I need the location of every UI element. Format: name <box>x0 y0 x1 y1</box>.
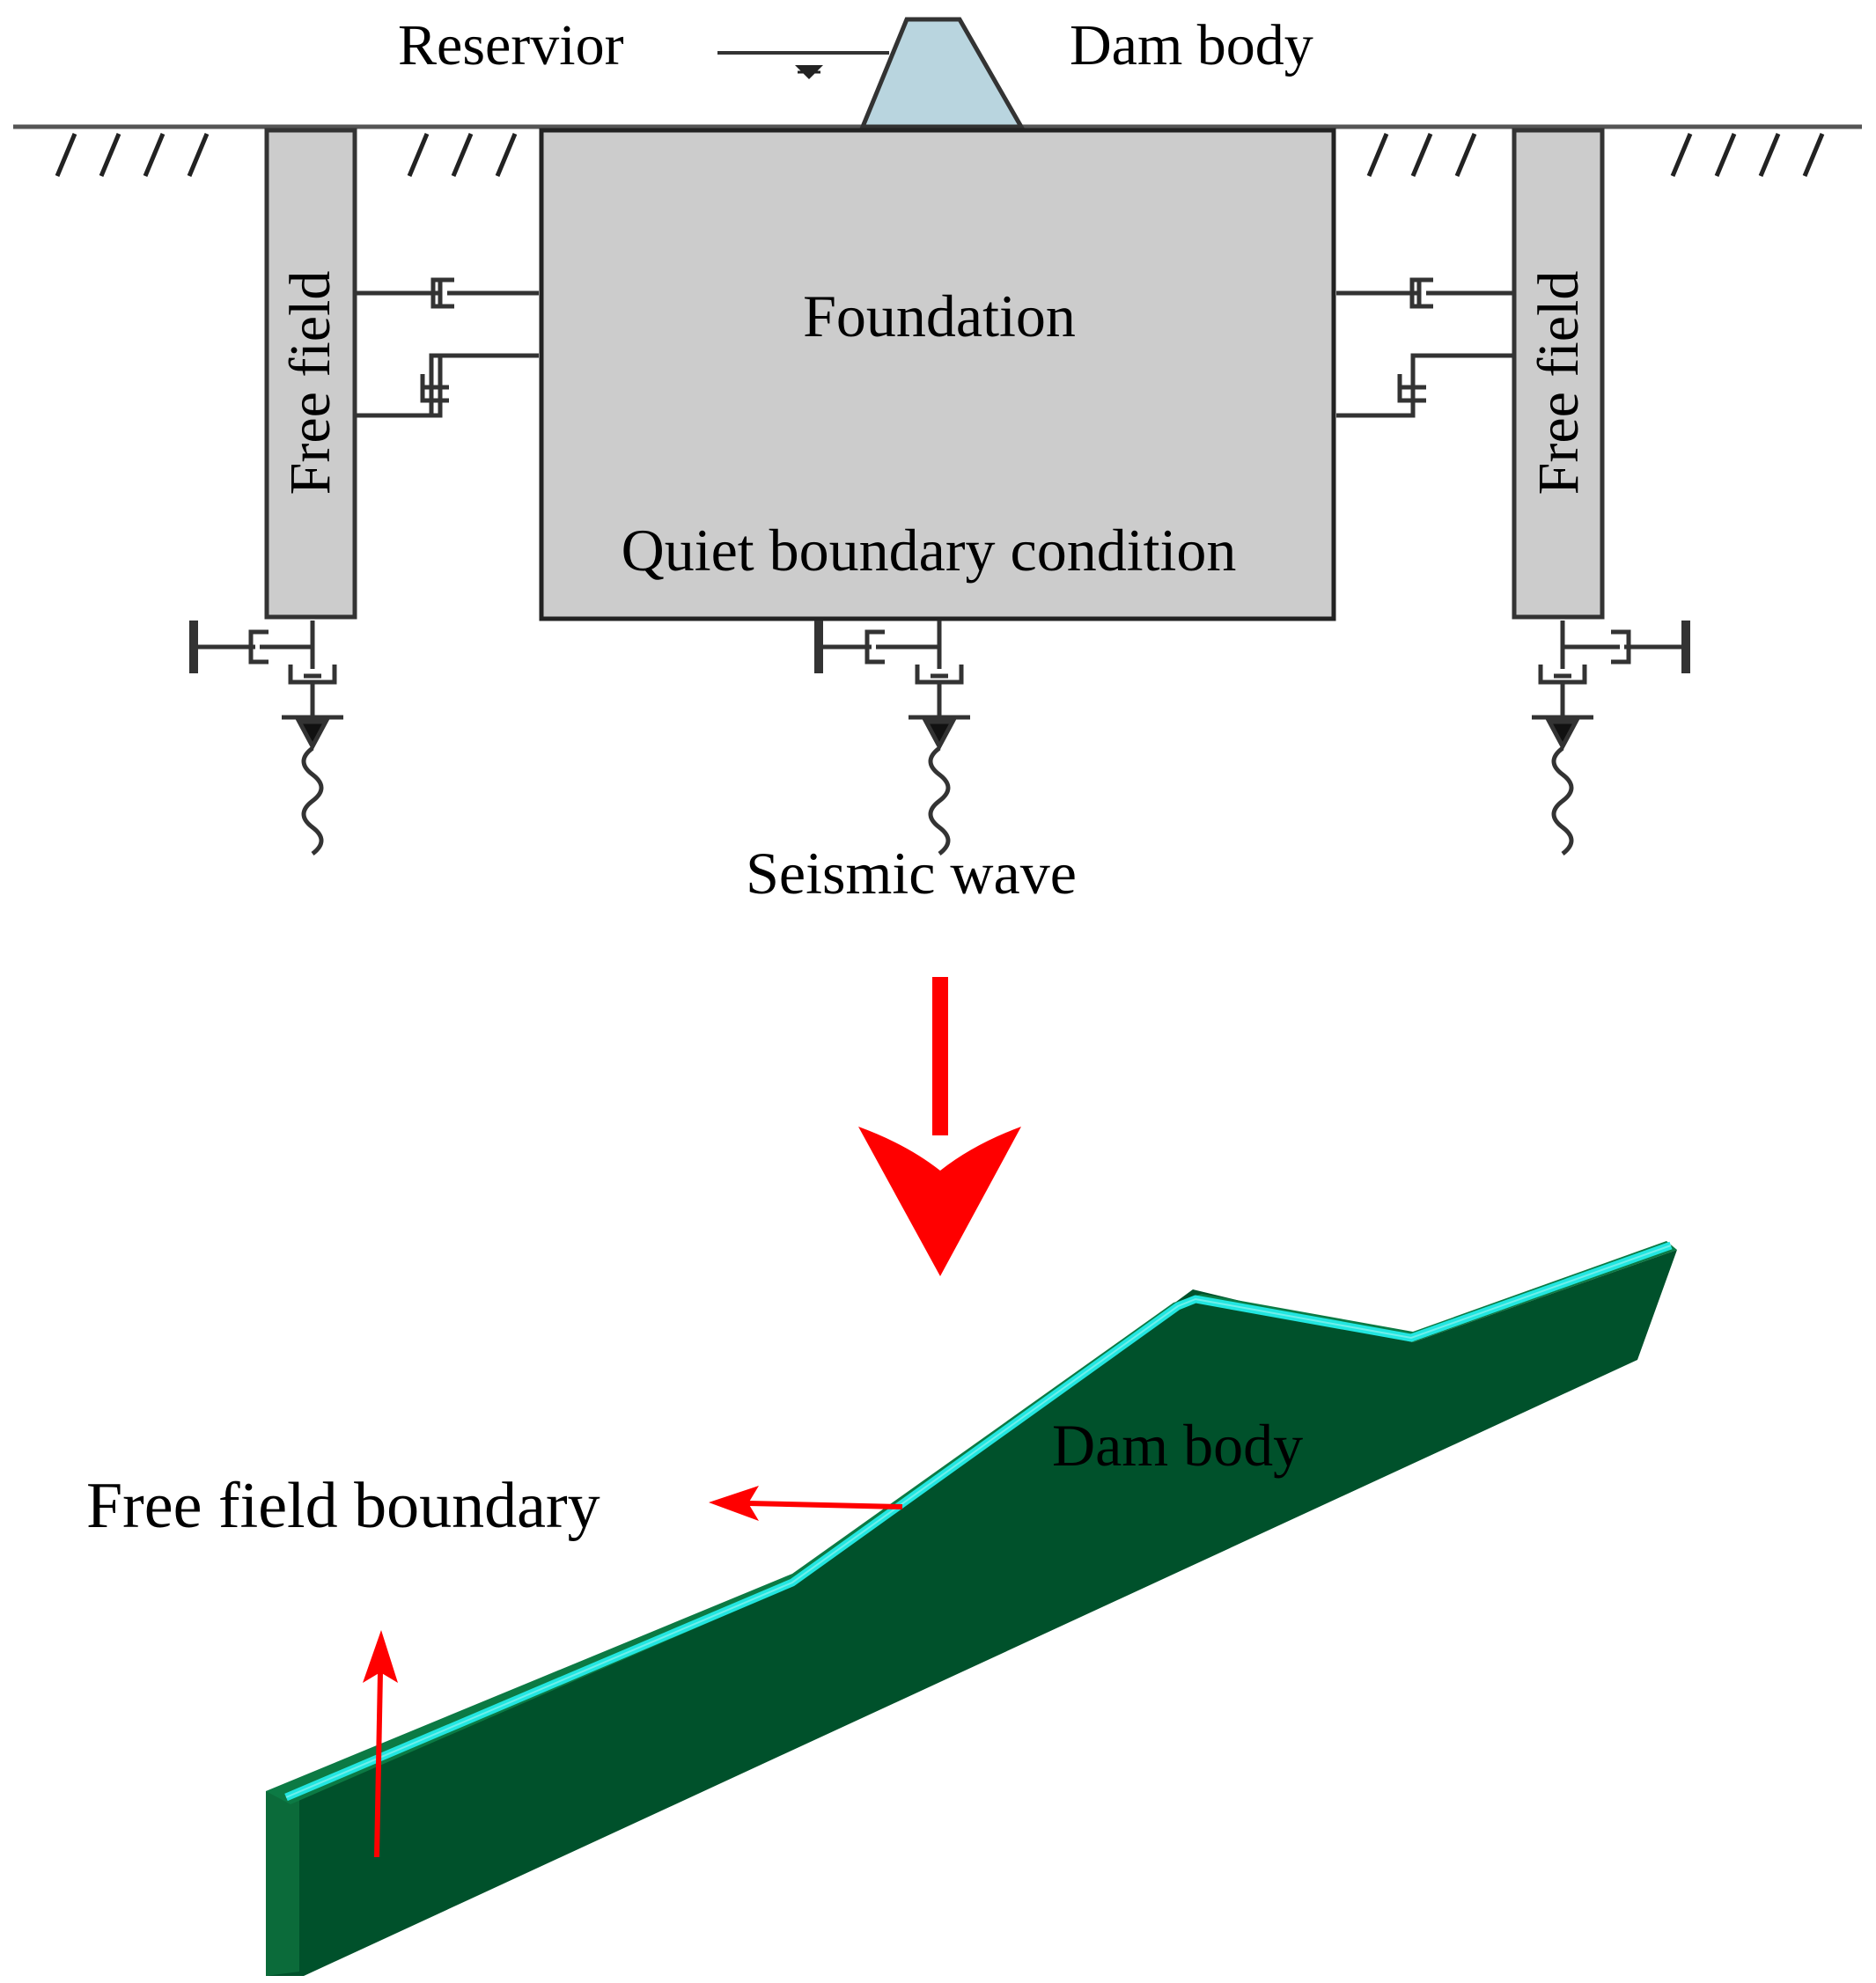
wave-source-right-icon <box>1551 746 1574 856</box>
boundary-arrow-vertical-icon <box>363 1630 398 1858</box>
dam-body-shape <box>859 17 1026 129</box>
seismic-wave-label: Seismic wave <box>746 840 1077 907</box>
base-dashpot-left-icon <box>189 621 343 752</box>
free-field-left-column <box>264 128 357 620</box>
dam-model-3d <box>266 1241 1677 1976</box>
dashpot-right-upper-icon <box>1336 277 1514 309</box>
wave-source-center-icon <box>928 746 951 856</box>
dashpot-left-lower-icon <box>355 353 539 418</box>
free-field-boundary-label: Free field boundary <box>86 1470 600 1542</box>
dashpot-left-upper-icon <box>355 277 539 309</box>
dam-body-model-label: Dam body <box>1052 1412 1303 1479</box>
free-field-right-label: Free field <box>1527 271 1591 496</box>
foundation-label: Foundation <box>803 283 1076 349</box>
free-field-boundary-surface <box>284 1241 1673 1802</box>
wave-source-left-icon <box>301 746 324 856</box>
quiet-boundary-label: Quiet boundary condition <box>622 517 1237 584</box>
foundation-box <box>539 128 1336 621</box>
boundary-arrow-horizontal-icon <box>709 1486 903 1521</box>
dam-model-end-face <box>266 1787 299 1976</box>
base-dashpot-center-icon <box>814 621 970 752</box>
dashpot-right-lower-icon <box>1336 353 1514 418</box>
ground-hatch <box>55 133 1825 177</box>
free-field-right-column <box>1512 128 1605 620</box>
dam-model-front-face <box>266 1250 1677 1976</box>
free-field-left-label: Free field <box>278 271 342 496</box>
reservoir-label: Reservior <box>398 13 624 77</box>
dam-body-top-label: Dam body <box>1070 13 1313 77</box>
transition-arrow-icon <box>858 977 1021 1276</box>
base-dashpot-right-icon <box>1532 621 1690 752</box>
